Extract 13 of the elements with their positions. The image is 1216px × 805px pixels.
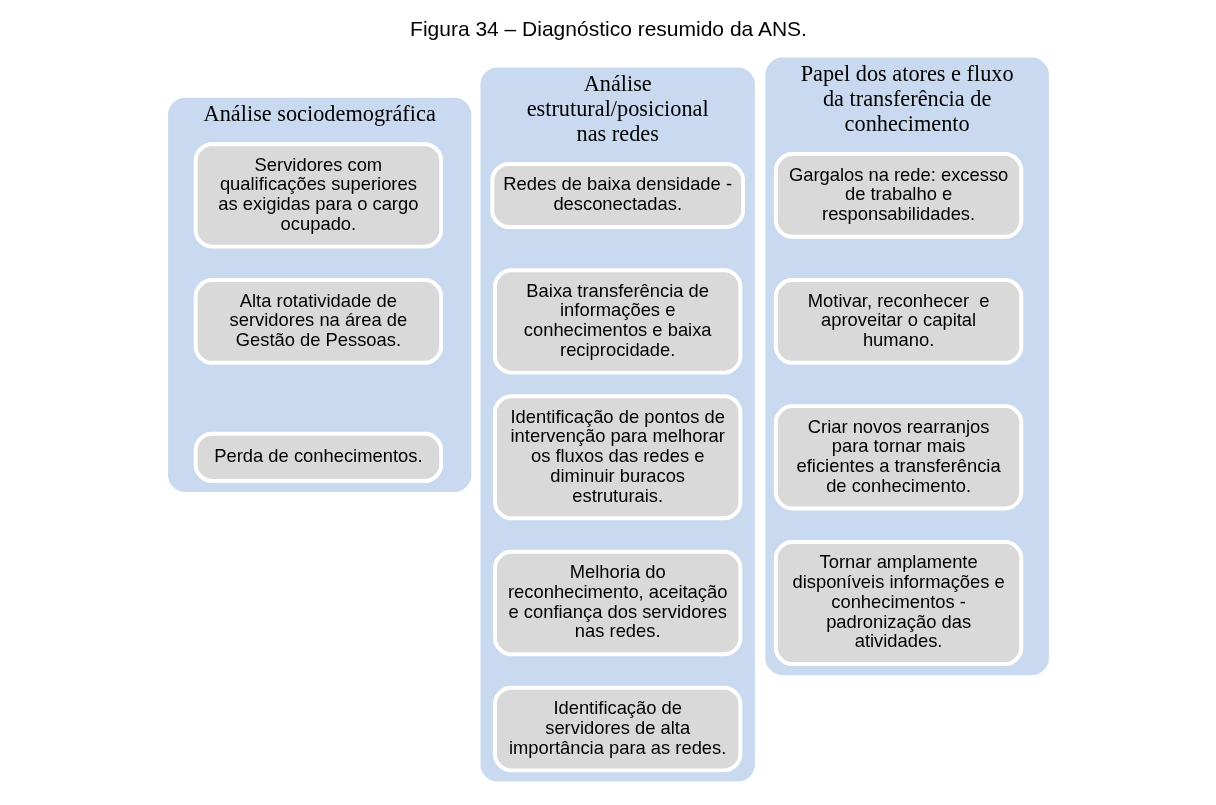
node-box: Criar novos rearranjos para tornar mais eficientes a transferência de conhecimento. bbox=[773, 404, 1023, 511]
node-box: Baixa transferência de informações e conhecimentos e baixa reciprocidade. bbox=[492, 268, 742, 375]
node-box: Motivar, reconhecer e aproveitar o capital humano. bbox=[773, 278, 1023, 365]
node-box: Identificação de pontos de intervenção para melhorar os fluxos das redes e diminuir buracos estruturais. bbox=[492, 394, 742, 521]
node-box: Identificação de servidores de alta importância para as redes. bbox=[492, 685, 742, 773]
node-box: Alta rotatividade de servidores na área de Gestão de Pessoas. bbox=[193, 278, 443, 365]
node-box: Gargalos na rede: excesso de trabalho e responsabilidades. bbox=[773, 152, 1023, 239]
node-box: Servidores com qualificações superiores as exigidas para o cargo ocupado. bbox=[193, 142, 443, 249]
node-box: Melhoria do reconhecimento, aceitação e confiança dos servidores nas redes. bbox=[492, 549, 742, 657]
node-box: Redes de baixa densidade - desconectadas. bbox=[489, 161, 745, 229]
diagram-title: Figura 34 – Diagnóstico resumido da ANS. bbox=[409, 16, 807, 40]
node-box: Perda de conhecimentos. bbox=[193, 431, 443, 483]
node-box: Tornar amplamente disponíveis informações e conhecimentos - padronização das atividades. bbox=[773, 540, 1023, 666]
